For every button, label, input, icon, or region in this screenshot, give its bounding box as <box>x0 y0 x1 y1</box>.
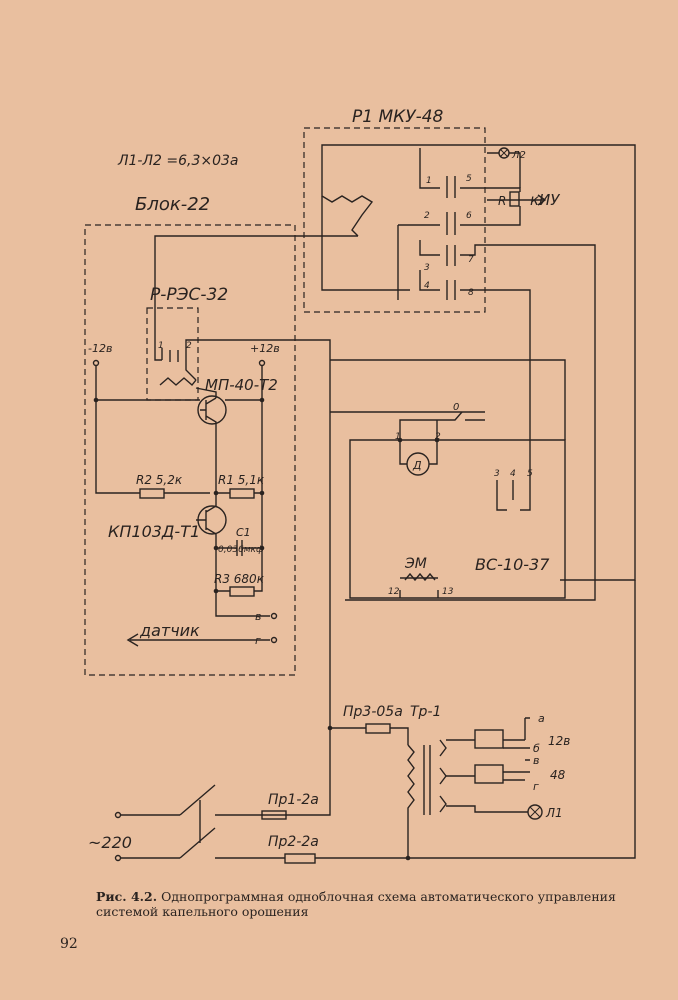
mku-contact-1-5 <box>419 148 487 198</box>
lamp-spec-label: Л1-Л2 =6,3×03а <box>117 153 239 169</box>
mku-pin: 1 <box>426 176 432 186</box>
r2-label: R2 5,2к <box>136 473 183 487</box>
out-g-label: г <box>533 780 539 793</box>
terminal-minus12 <box>92 359 100 400</box>
junction-dots <box>93 397 440 861</box>
timer-pin: 2 <box>435 432 441 442</box>
relay-res-label: Р-РЭС-32 <box>150 285 228 305</box>
minus12-label: -12в <box>88 342 112 355</box>
wire-main-bottom <box>236 580 636 859</box>
timer-contacts <box>496 480 531 511</box>
v12-label: 12в <box>548 734 570 748</box>
wire-coil-to-block <box>154 235 358 300</box>
mku-pin: 5 <box>466 174 472 184</box>
motor-label: Д <box>412 459 422 472</box>
output-terminals <box>525 717 530 773</box>
block-22-label: Блок-22 <box>135 194 210 215</box>
out-v-label: в <box>533 754 539 767</box>
timer-pin: 4 <box>510 469 516 479</box>
timer-pin: 12 <box>388 587 400 597</box>
lamp-l1-icon <box>446 804 543 820</box>
relay-mku-coil <box>321 144 636 581</box>
timer-pin: 13 <box>442 587 454 597</box>
mku-contact-2-6 <box>397 212 487 300</box>
wire-main-left <box>236 605 331 816</box>
pr1-label: Пр1-2а <box>268 792 319 808</box>
timer-vs1037-frame <box>349 439 566 599</box>
sensor-arrow <box>126 633 139 647</box>
out-b-label: б <box>533 742 540 755</box>
fuse-pr1-icon <box>261 810 287 820</box>
c1-value-label: 0,036мкф <box>218 545 264 555</box>
timer-pin: 5 <box>527 469 533 479</box>
mku-contact-4-8 <box>419 270 531 480</box>
mku-pin: 8 <box>468 288 474 298</box>
timer-label: ВС-10-37 <box>475 555 550 574</box>
mku-pin: 4 <box>424 281 430 291</box>
switch-main-icon <box>114 784 236 862</box>
out-a-label: а <box>538 712 545 725</box>
wire-motor-feed <box>399 411 485 440</box>
page-number: 92 <box>60 936 78 952</box>
resistor-r2-icon <box>95 400 210 499</box>
kiu-label: кИУ <box>530 191 560 209</box>
timer-pin: 3 <box>494 469 500 479</box>
sensor-label: датчик <box>139 621 200 640</box>
mains-label: ~220 <box>88 833 132 852</box>
em-label: ЭМ <box>404 556 427 572</box>
lamp-l2-icon <box>487 147 521 188</box>
res-pin: 2 <box>186 341 192 351</box>
wire-relay-timer-left <box>330 359 566 440</box>
plus12-label: +12в <box>250 342 280 355</box>
fuse-pr3-icon <box>330 723 409 745</box>
res-contact <box>161 348 187 362</box>
r1-label: R1 5,1к <box>218 473 265 487</box>
sensor-term-g: г <box>255 634 261 647</box>
zero-label: 0 <box>453 402 459 413</box>
bridge-48v-icon <box>446 764 525 784</box>
v48-label: 48 <box>550 768 566 782</box>
figure-caption: Рис. 4.2. Однопрограммная одноблочная сх… <box>96 889 636 919</box>
block-22-enclosure <box>84 224 296 676</box>
res-pin: 1 <box>158 341 164 351</box>
r3-label: R3 680к <box>214 572 265 586</box>
coil-em-icon <box>399 572 439 598</box>
sensor-term-v: в <box>255 610 261 623</box>
terminal-plus12 <box>258 359 266 400</box>
lamp-l2-label: Л2 <box>511 150 526 161</box>
mku-pin: 7 <box>468 255 474 265</box>
caption-lead: Рис. 4.2. <box>96 889 158 904</box>
r-label: R <box>498 194 506 208</box>
fet-kp103d-icon <box>196 493 227 548</box>
mku-pin: 2 <box>424 211 430 221</box>
fuse-pr2-icon <box>284 853 316 864</box>
relay-mku-label: Р1 МКУ-48 <box>352 107 444 127</box>
res-coil <box>159 377 197 387</box>
motor-d-icon <box>399 440 438 476</box>
resistor-r-icon <box>487 187 521 226</box>
relay-mku-enclosure <box>303 127 486 313</box>
kiu-arrow <box>487 194 547 206</box>
bridge-12v-icon <box>446 718 526 749</box>
transformer-tr1-icon <box>407 739 447 858</box>
c1-label: C1 <box>236 526 251 539</box>
timer-pin: 1 <box>395 432 401 442</box>
mku-contact-3-7 <box>345 240 596 601</box>
caption-text: Однопрограммная одноблочная схема автома… <box>96 889 616 919</box>
wire-coil-to-res <box>321 196 410 291</box>
transistor-mp40-icon <box>195 387 227 440</box>
wire-block-top <box>154 300 331 605</box>
fet-label: КП103Д-Т1 <box>108 522 200 541</box>
pr3-label: Пр3-05а <box>343 704 403 720</box>
tr1-label: Тр-1 <box>410 704 441 720</box>
pr2-label: Пр2-2а <box>268 834 319 850</box>
transistor-label: МП-40-Т2 <box>205 376 278 394</box>
lamp-l1-label: Л1 <box>545 806 563 820</box>
mku-pin: 3 <box>424 263 430 273</box>
sensor-wire-v <box>215 591 270 617</box>
mku-pin: 6 <box>466 211 472 221</box>
